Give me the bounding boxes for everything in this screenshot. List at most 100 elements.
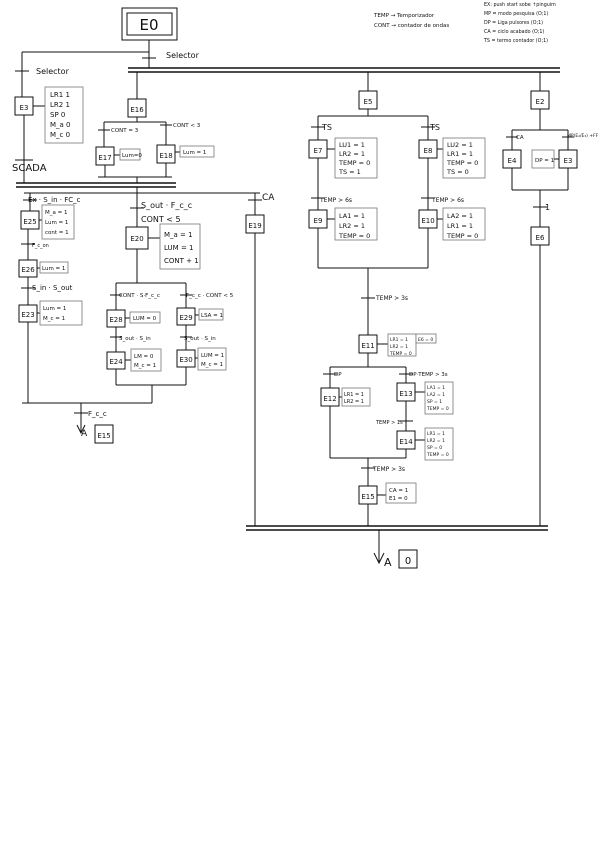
svg-text:CONT · S·F_c_c: CONT · S·F_c_c xyxy=(119,293,160,299)
svg-text:cont = 1: cont = 1 xyxy=(45,230,69,236)
svg-text:E6: E6 xyxy=(536,234,545,242)
svg-text:LA2 = 1: LA2 = 1 xyxy=(447,212,473,220)
svg-text:E4: E4 xyxy=(508,157,517,165)
svg-text:E9: E9 xyxy=(314,217,323,225)
svg-text:E24: E24 xyxy=(109,358,123,366)
svg-text:1: 1 xyxy=(545,203,550,212)
svg-text:E3: E3 xyxy=(20,104,29,112)
svg-text:CONT < 3: CONT < 3 xyxy=(173,123,201,129)
svg-text:TEMP > 3s: TEMP > 3s xyxy=(372,466,405,473)
svg-text:E30: E30 xyxy=(179,356,192,364)
svg-text:E15: E15 xyxy=(97,432,110,440)
svg-text:E29: E29 xyxy=(179,314,192,322)
svg-text:LU2 = 1: LU2 = 1 xyxy=(447,141,473,149)
svg-text:LUM = 1: LUM = 1 xyxy=(164,244,193,252)
svg-text:Lum = 1: Lum = 1 xyxy=(183,150,206,156)
svg-text:E26: E26 xyxy=(21,266,35,274)
svg-text:E12: E12 xyxy=(323,395,336,403)
svg-text:E17: E17 xyxy=(98,154,111,162)
svg-text:CA: CA xyxy=(516,135,524,141)
action-e3 xyxy=(44,86,84,144)
svg-text:CONT < 5: CONT < 5 xyxy=(141,215,181,224)
svg-text:LR1 = 1: LR1 = 1 xyxy=(447,222,473,230)
svg-text:E5: E5 xyxy=(364,98,373,106)
svg-text:M_a = 1: M_a = 1 xyxy=(45,210,67,216)
svg-text:LA1 = 1: LA1 = 1 xyxy=(427,385,445,391)
step-e0-label: E0 xyxy=(139,16,158,34)
svg-text:CONT = 3: CONT = 3 xyxy=(111,128,139,134)
svg-text:TEMP = 0: TEMP = 0 xyxy=(446,159,478,167)
svg-text:TEMP > 6s: TEMP > 6s xyxy=(319,197,352,204)
svg-text:M_c = 1: M_c = 1 xyxy=(43,316,65,322)
svg-text:LR2 1: LR2 1 xyxy=(50,101,70,109)
svg-text:E13: E13 xyxy=(399,390,412,398)
step-e15-left xyxy=(94,424,114,444)
svg-text:SP = 0: SP = 0 xyxy=(427,445,442,451)
svg-text:F_c_on: F_c_on xyxy=(32,243,49,249)
svg-text:LA2 = 1: LA2 = 1 xyxy=(427,392,445,398)
svg-text:CONT + 1: CONT + 1 xyxy=(164,257,199,265)
svg-text:LR2 = 1: LR2 = 1 xyxy=(339,222,365,230)
svg-text:LR1 = 1: LR1 = 1 xyxy=(344,392,364,398)
legend-left-2: CONT → contador de ondas xyxy=(374,23,449,29)
svg-text:TEMP > 1s: TEMP > 1s xyxy=(375,420,403,426)
svg-text:LSA = 1: LSA = 1 xyxy=(201,313,223,319)
svg-text:TS: TS xyxy=(321,123,332,132)
step-e0-return xyxy=(398,549,418,569)
svg-text:A: A xyxy=(384,556,392,569)
svg-text:TEMP = 0: TEMP = 0 xyxy=(338,232,370,240)
svg-text:E2: E2 xyxy=(536,98,545,106)
svg-text:TEMP > 3s: TEMP > 3s xyxy=(375,295,408,302)
svg-text:LR2 = 1: LR2 = 1 xyxy=(344,399,364,405)
svg-text:M_c = 1: M_c = 1 xyxy=(134,363,156,369)
svg-text:CA = 1: CA = 1 xyxy=(389,488,408,494)
svg-text:E14: E14 xyxy=(399,438,413,446)
svg-text:Lum=0: Lum=0 xyxy=(122,153,142,159)
transition-selector-top-label: Selector xyxy=(166,51,200,60)
svg-text:M_a = 1: M_a = 1 xyxy=(164,231,193,239)
svg-text:CA: CA xyxy=(262,193,275,203)
svg-text:E16: E16 xyxy=(130,106,144,114)
svg-text:Lum = 1: Lum = 1 xyxy=(45,220,68,226)
svg-text:Lum = 1: Lum = 1 xyxy=(43,306,66,312)
legend-right-1: EX: push start sobe ↑pinguim xyxy=(484,2,556,8)
svg-text:TS = 1: TS = 1 xyxy=(338,168,361,176)
svg-text:TEMP > 6s: TEMP > 6s xyxy=(431,197,464,204)
svg-text:E8: E8 xyxy=(424,147,433,155)
legend-right-2: MP = modo pesquisa (O;1) xyxy=(484,11,548,17)
svg-text:TEMP = 0: TEMP = 0 xyxy=(446,232,478,240)
svg-text:LR1 = 1: LR1 = 1 xyxy=(427,431,445,437)
svg-text:S_out · S_in: S_out · S_in xyxy=(119,336,151,342)
svg-text:LR1 1: LR1 1 xyxy=(50,91,70,99)
svg-text:LUM = 0: LUM = 0 xyxy=(133,316,157,322)
svg-text:SP = 1: SP = 1 xyxy=(427,399,442,405)
svg-text:E10: E10 xyxy=(421,217,434,225)
svg-text:MP(E₂/E₃) +FF: MP(E₂/E₃) +FF xyxy=(567,133,599,139)
legend-right-5: TS = termo contador (O;1) xyxy=(483,38,548,44)
svg-text:LR1 = 1: LR1 = 1 xyxy=(447,150,473,158)
svg-text:TEMP = 0: TEMP = 0 xyxy=(389,351,412,357)
svg-text:E6 = 0: E6 = 0 xyxy=(418,337,433,343)
svg-text:M_c = 1: M_c = 1 xyxy=(201,362,223,368)
svg-text:E25: E25 xyxy=(23,218,36,226)
svg-text:E15: E15 xyxy=(361,493,374,501)
svg-text:LA1 = 1: LA1 = 1 xyxy=(339,212,365,220)
svg-text:SP 0: SP 0 xyxy=(50,111,65,119)
svg-text:M_c 0: M_c 0 xyxy=(50,131,70,139)
svg-text:E20: E20 xyxy=(130,235,143,243)
svg-text:E11: E11 xyxy=(361,342,374,350)
svg-text:LR2 = 1: LR2 = 1 xyxy=(427,438,445,444)
legend-left-1: TEMP → Temporizador xyxy=(373,13,435,19)
svg-text:DP·TEMP > 3s: DP·TEMP > 3s xyxy=(409,372,448,378)
svg-text:TEMP = 0: TEMP = 0 xyxy=(426,406,449,412)
svg-text:A: A xyxy=(81,429,88,439)
svg-text:Lum = 1: Lum = 1 xyxy=(42,266,65,272)
svg-text:E1 = 0: E1 = 0 xyxy=(389,496,408,502)
svg-text:TS: TS xyxy=(429,123,440,132)
svg-text:0: 0 xyxy=(405,556,411,567)
svg-text:E3: E3 xyxy=(564,157,573,165)
svg-text:LR2 = 1: LR2 = 1 xyxy=(339,150,365,158)
svg-text:Ex · S_in · FC_c: Ex · S_in · FC_c xyxy=(28,196,81,204)
svg-text:LU1 = 1: LU1 = 1 xyxy=(339,141,365,149)
